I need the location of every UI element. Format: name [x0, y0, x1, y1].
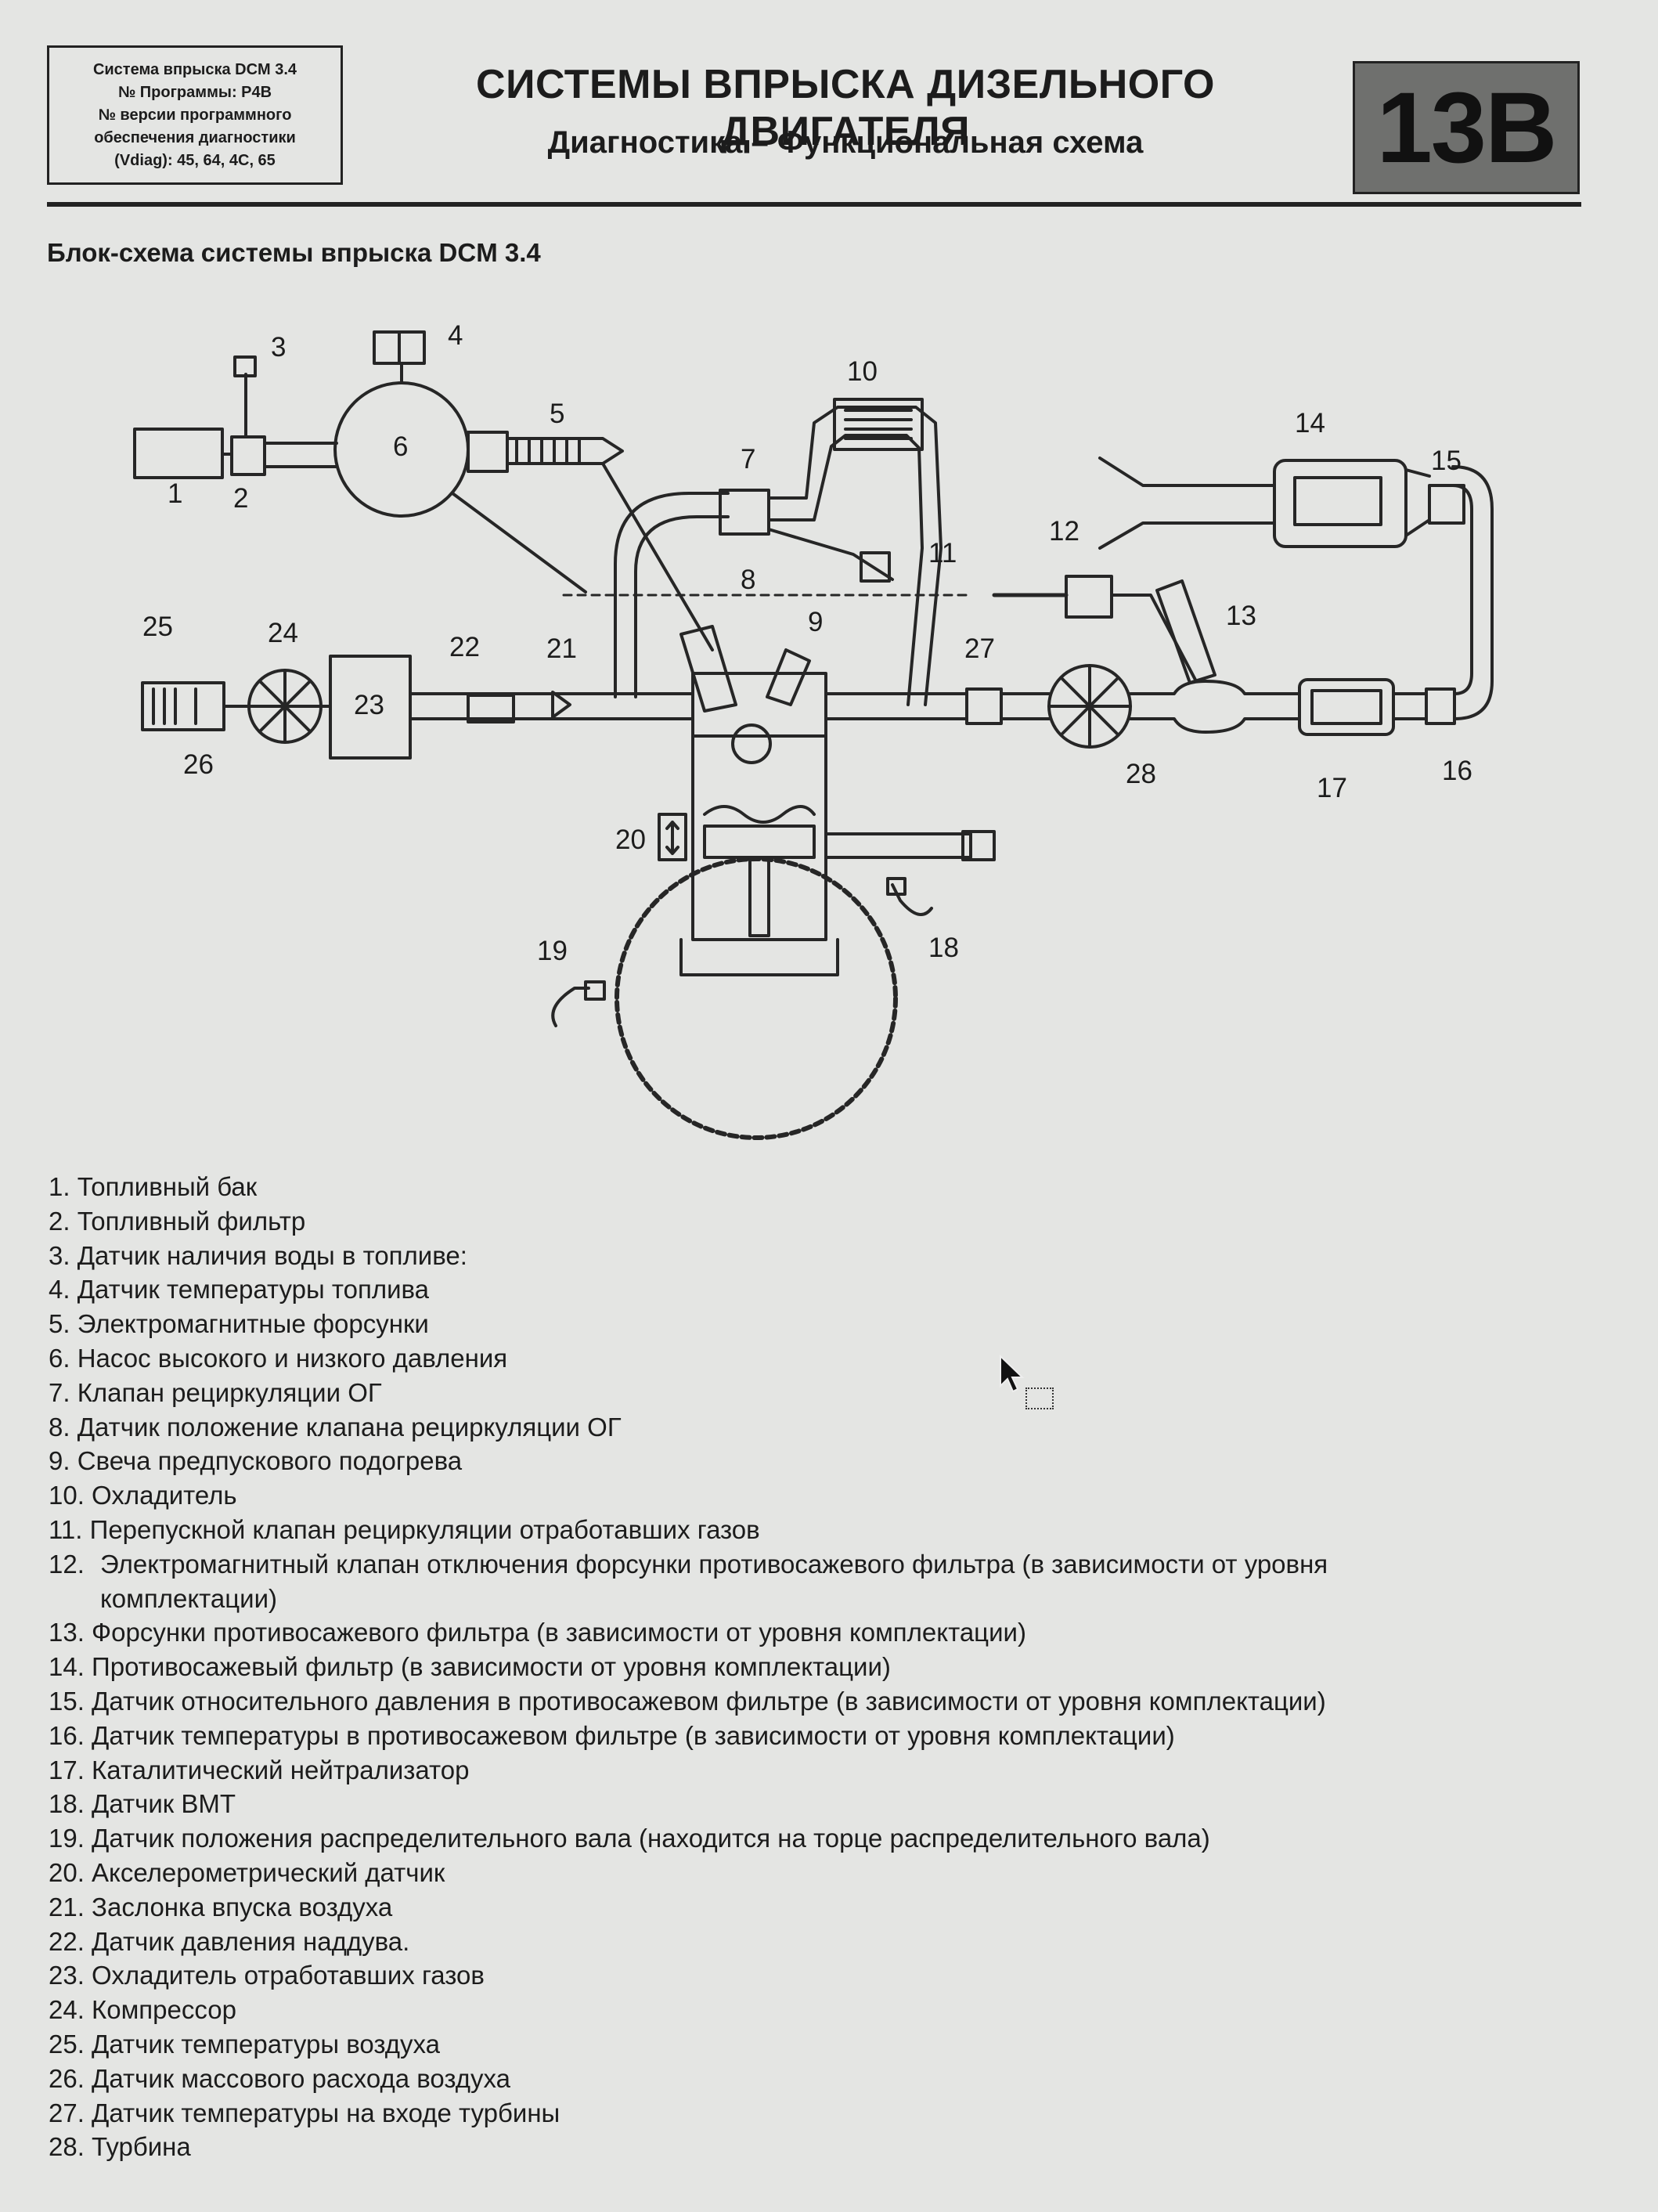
- legend-item: 13. Форсунки противосажевого фильтра (в …: [49, 1618, 1026, 1647]
- callout-2: 2: [233, 483, 248, 514]
- legend-item: 17. Каталитический нейтрализатор: [49, 1755, 470, 1784]
- callout-4: 4: [448, 320, 463, 351]
- injector-body: [467, 431, 509, 473]
- callout-21: 21: [546, 633, 577, 664]
- accel-sensor-bracket: [961, 830, 996, 861]
- callout-16: 16: [1442, 756, 1472, 786]
- legend-item: 1. Топливный бак: [49, 1172, 258, 1201]
- dpf-injector-valve: [1065, 575, 1113, 619]
- egr-valve: [719, 489, 770, 536]
- legend-item: 5. Электромагнитные форсунки: [49, 1309, 429, 1339]
- meta-line: № версии программного: [98, 106, 292, 124]
- accelerometer-sensor: [658, 813, 687, 861]
- system-info-box: Система впрыска DCM 3.4 № Программы: P4B…: [47, 45, 343, 185]
- callout-25: 25: [142, 612, 173, 642]
- chapter-badge: 13B: [1353, 61, 1580, 194]
- callout-23: 23: [354, 690, 384, 720]
- legend-item: 15. Датчик относительного давления в про…: [49, 1686, 1326, 1716]
- egr-bypass-valve: [860, 551, 891, 583]
- fuel-filter: [230, 435, 266, 476]
- header-divider: [47, 202, 1581, 207]
- callout-8: 8: [741, 565, 755, 595]
- legend-item: 28. Турбина: [49, 2132, 191, 2162]
- catalytic-converter: [1298, 678, 1395, 736]
- legend-item: 23. Охладитель отработавших газов: [49, 1961, 485, 1990]
- flywheel-gear: [615, 857, 898, 1140]
- callout-7: 7: [741, 444, 755, 475]
- document-title: СИСТЕМЫ ВПРЫСКА ДИЗЕЛЬНОГО ДВИГАТЕЛЯ: [476, 62, 1215, 154]
- meta-line: (Vdiag): 45, 64, 4C, 65: [114, 151, 276, 169]
- charge-air-cooler: [329, 655, 412, 760]
- legend-item: 20. Акселерометрический датчик: [49, 1857, 445, 1887]
- dpf-temperature-sensor: [1425, 687, 1456, 725]
- legend-item: 21. Заслонка впуска воздуха: [49, 1892, 393, 1922]
- legend-item: 14. Противосажевый фильтр (в зависимости…: [49, 1652, 891, 1682]
- egr-cooler: [833, 398, 924, 451]
- legend-item: 3. Датчик наличия воды в топливе:: [49, 1240, 467, 1270]
- callout-20: 20: [615, 825, 646, 855]
- particulate-filter: [1273, 459, 1407, 548]
- section-title: Блок-схема системы впрыска DCM 3.4: [47, 238, 541, 267]
- meta-line: обеспечения диагностики: [94, 128, 296, 146]
- drag-selection-icon: [1025, 1387, 1054, 1409]
- legend-item: 18. Датчик ВМТ: [49, 1789, 236, 1819]
- legend-item: 24. Компрессор: [49, 1995, 236, 2025]
- legend-item: 25. Датчик температуры воздуха: [49, 2029, 440, 2059]
- callout-10: 10: [847, 356, 878, 387]
- legend-item: 7. Клапан рециркуляции ОГ: [49, 1377, 382, 1407]
- callout-15: 15: [1431, 446, 1462, 476]
- fuel-tank: [133, 428, 224, 479]
- dpf-pressure-sensor: [1428, 484, 1465, 525]
- meta-line: № Программы: P4B: [117, 83, 272, 101]
- callout-26: 26: [183, 749, 214, 780]
- piston: [703, 825, 816, 859]
- injection-system-diagram: 1 2 3 4 5 6 7 8 9 10 11 12 13 14 15 16 1…: [133, 320, 1494, 1140]
- legend-item: 8. Датчик положение клапана рециркуляции…: [49, 1412, 622, 1442]
- legend-item: 2. Топливный фильтр: [49, 1206, 306, 1236]
- legend-item: 11. Перепускной клапан рециркуляции отра…: [49, 1514, 760, 1544]
- meta-line: Система впрыска DCM 3.4: [92, 60, 297, 78]
- callout-11: 11: [928, 538, 957, 568]
- mouse-pointer-icon: [1000, 1355, 1025, 1393]
- legend-item: 4. Датчик температуры топлива: [49, 1275, 430, 1304]
- callout-28: 28: [1126, 759, 1156, 789]
- callout-19: 19: [537, 936, 568, 966]
- legend-item: 27. Датчик температуры на входе турбины: [49, 2098, 560, 2127]
- callout-27: 27: [964, 633, 995, 664]
- callout-18: 18: [928, 933, 959, 963]
- callout-17: 17: [1317, 773, 1347, 803]
- callout-9: 9: [808, 607, 823, 637]
- callout-6: 6: [393, 431, 408, 462]
- callout-22: 22: [449, 632, 480, 662]
- callout-13: 13: [1226, 601, 1256, 631]
- callout-14: 14: [1295, 408, 1325, 438]
- boost-pressure-sensor: [467, 694, 515, 724]
- callout-5: 5: [550, 399, 564, 429]
- callout-3: 3: [271, 332, 286, 363]
- legend-item: 9. Свеча предпускового подогрева: [49, 1446, 463, 1476]
- legend-item: 26. Датчик массового расхода воздуха: [49, 2063, 511, 2093]
- water-in-fuel-sensor: [233, 355, 257, 377]
- callout-1: 1: [168, 478, 182, 509]
- legend-item: 16. Датчик температуры в противосажевом …: [49, 1720, 1175, 1750]
- engine-block: [691, 734, 827, 941]
- document-subtitle: Диагностика – Функциональная схема: [547, 125, 1144, 160]
- legend-item: 12.Электромагнитный клапан отключения фо…: [49, 1549, 1328, 1613]
- legend-item: 19. Датчик положения распределительного …: [49, 1824, 1210, 1853]
- callout-12: 12: [1049, 516, 1080, 547]
- legend-item: 10. Охладитель: [49, 1481, 237, 1510]
- legend-item: 6. Насос высокого и низкого давления: [49, 1343, 508, 1373]
- turbine-inlet-temp-sensor: [965, 687, 1003, 725]
- callout-24: 24: [268, 618, 298, 648]
- legend-item: 22. Датчик давления наддува.: [49, 1926, 410, 1956]
- component-legend: 1. Топливный бак 2. Топливный фильтр 3. …: [49, 1170, 1599, 2164]
